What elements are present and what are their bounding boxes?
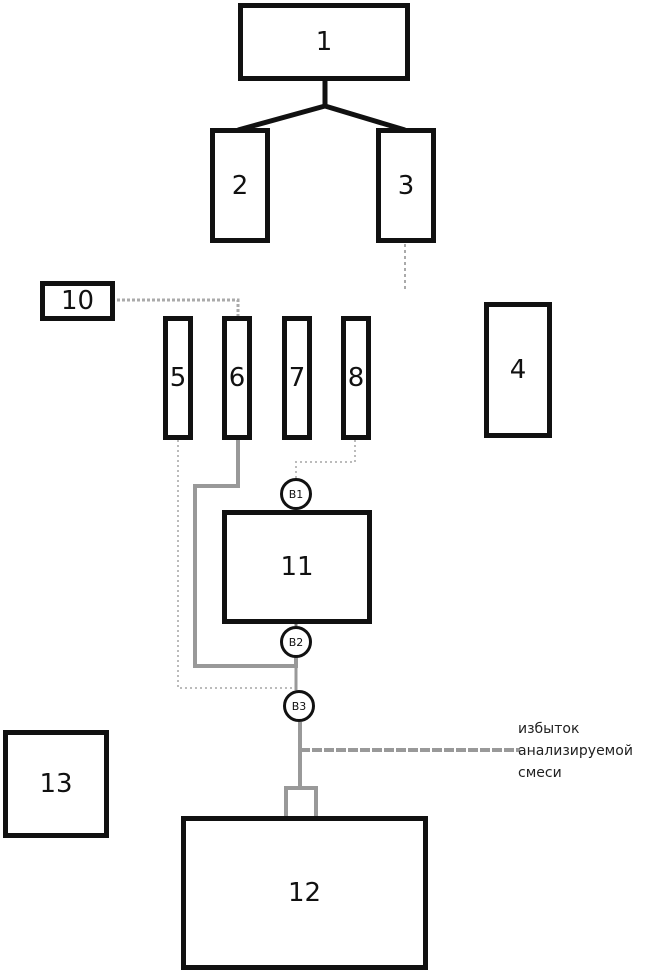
column-5-label: 5: [169, 363, 187, 393]
column-8-label: 8: [347, 363, 365, 393]
block-4: 4: [484, 302, 552, 438]
block-3: 3: [376, 128, 436, 243]
column-6-label: 6: [228, 363, 246, 393]
block-11-label: 11: [280, 552, 314, 582]
column-7: 7: [282, 316, 312, 440]
link-8-b1: [295, 440, 356, 478]
column-8: 8: [341, 316, 371, 440]
block-12: 12: [181, 816, 428, 970]
column-5: 5: [163, 316, 193, 440]
block-3-label: 3: [397, 170, 415, 201]
splitter-lines: [237, 80, 406, 133]
block-11: 11: [222, 510, 372, 624]
annotation-line-2: анализируемой: [518, 743, 633, 759]
block-12-label: 12: [287, 878, 322, 908]
valve-b2: B2: [280, 626, 312, 658]
block-10-label: 10: [60, 286, 95, 316]
annotation-line-3: смеси: [518, 765, 562, 781]
block-13: 13: [3, 730, 109, 838]
valve-b3-label: B3: [291, 699, 307, 713]
link-5-b3: [177, 440, 296, 689]
excess-mixture-annotation: избыток анализируемой смеси: [518, 718, 633, 784]
valve-b3: B3: [283, 690, 315, 722]
column-6: 6: [222, 316, 252, 440]
link-10-6: [112, 298, 240, 316]
column-7-label: 7: [288, 363, 306, 393]
link-12-inlet: [284, 786, 318, 818]
block-1-label: 1: [315, 27, 333, 57]
block-4-label: 4: [509, 355, 527, 385]
valve-b2-label: B2: [288, 635, 304, 649]
annotation-line-1: избыток: [518, 721, 580, 737]
valve-b1: B1: [280, 478, 312, 510]
block-13-label: 13: [39, 769, 73, 799]
block-1: 1: [238, 3, 410, 81]
block-10: 10: [40, 281, 115, 321]
valve-b1-label: B1: [288, 487, 304, 501]
block-2: 2: [210, 128, 270, 243]
block-2-label: 2: [231, 170, 249, 201]
